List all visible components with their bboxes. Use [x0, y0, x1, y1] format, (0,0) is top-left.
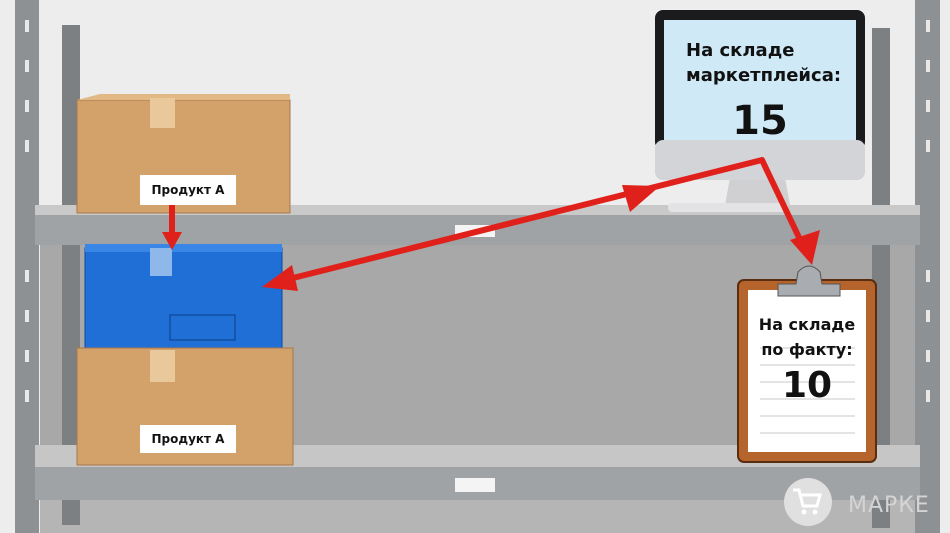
product-label-top: Продукт А — [140, 175, 236, 205]
red-arrows — [169, 157, 808, 283]
arrowhead-down — [162, 232, 182, 250]
upright-left — [15, 0, 39, 533]
monitor-value: 15 — [732, 98, 788, 144]
arrowhead-to-clipboard — [790, 230, 820, 265]
upright-right — [915, 0, 940, 533]
monitor-title: На складе маркетплейса: — [686, 40, 842, 86]
clipboard-value: 10 — [781, 365, 833, 406]
monitor-screen: На складе маркетплейса: 15 — [664, 20, 856, 144]
watermark: МАРКЕ — [848, 493, 930, 518]
blue-box — [84, 247, 283, 351]
clipboard-title: На складе по факту: — [758, 315, 856, 359]
cart-icon — [784, 478, 832, 526]
arrowhead-to-box — [262, 265, 298, 291]
clipboard-clip — [777, 265, 841, 297]
clipboard-paper: На складе по факту: 10 — [748, 290, 866, 452]
arrowhead-to-monitor — [622, 185, 660, 212]
product-label-bottom: Продукт А — [140, 425, 236, 453]
